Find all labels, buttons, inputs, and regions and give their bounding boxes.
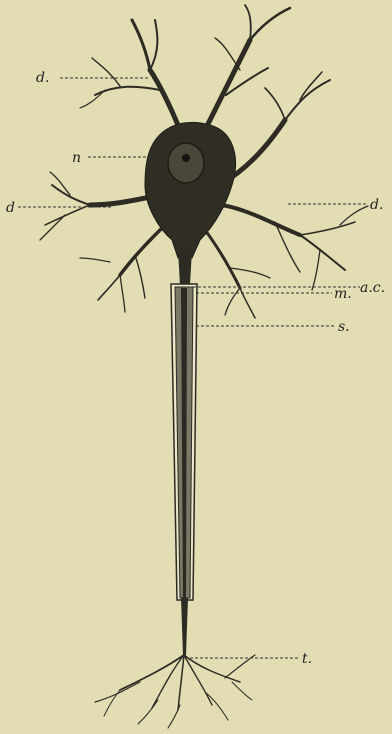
label-medullary-sheath: m. [334,286,352,302]
label-dendrite-top: d. [36,70,49,86]
nucleolus [182,154,190,162]
label-dendrite-right: d. [370,197,383,213]
label-nucleus: n [72,150,81,166]
terminal-axon [181,598,188,655]
nucleus [168,143,204,183]
label-dendrite-left: d [6,200,15,216]
label-axis-cylinder: a.c. [360,280,385,296]
axon-hillock [178,250,192,285]
terminal-arborization [95,655,255,728]
label-sheath: s. [338,319,350,335]
label-terminal: t. [302,651,312,667]
